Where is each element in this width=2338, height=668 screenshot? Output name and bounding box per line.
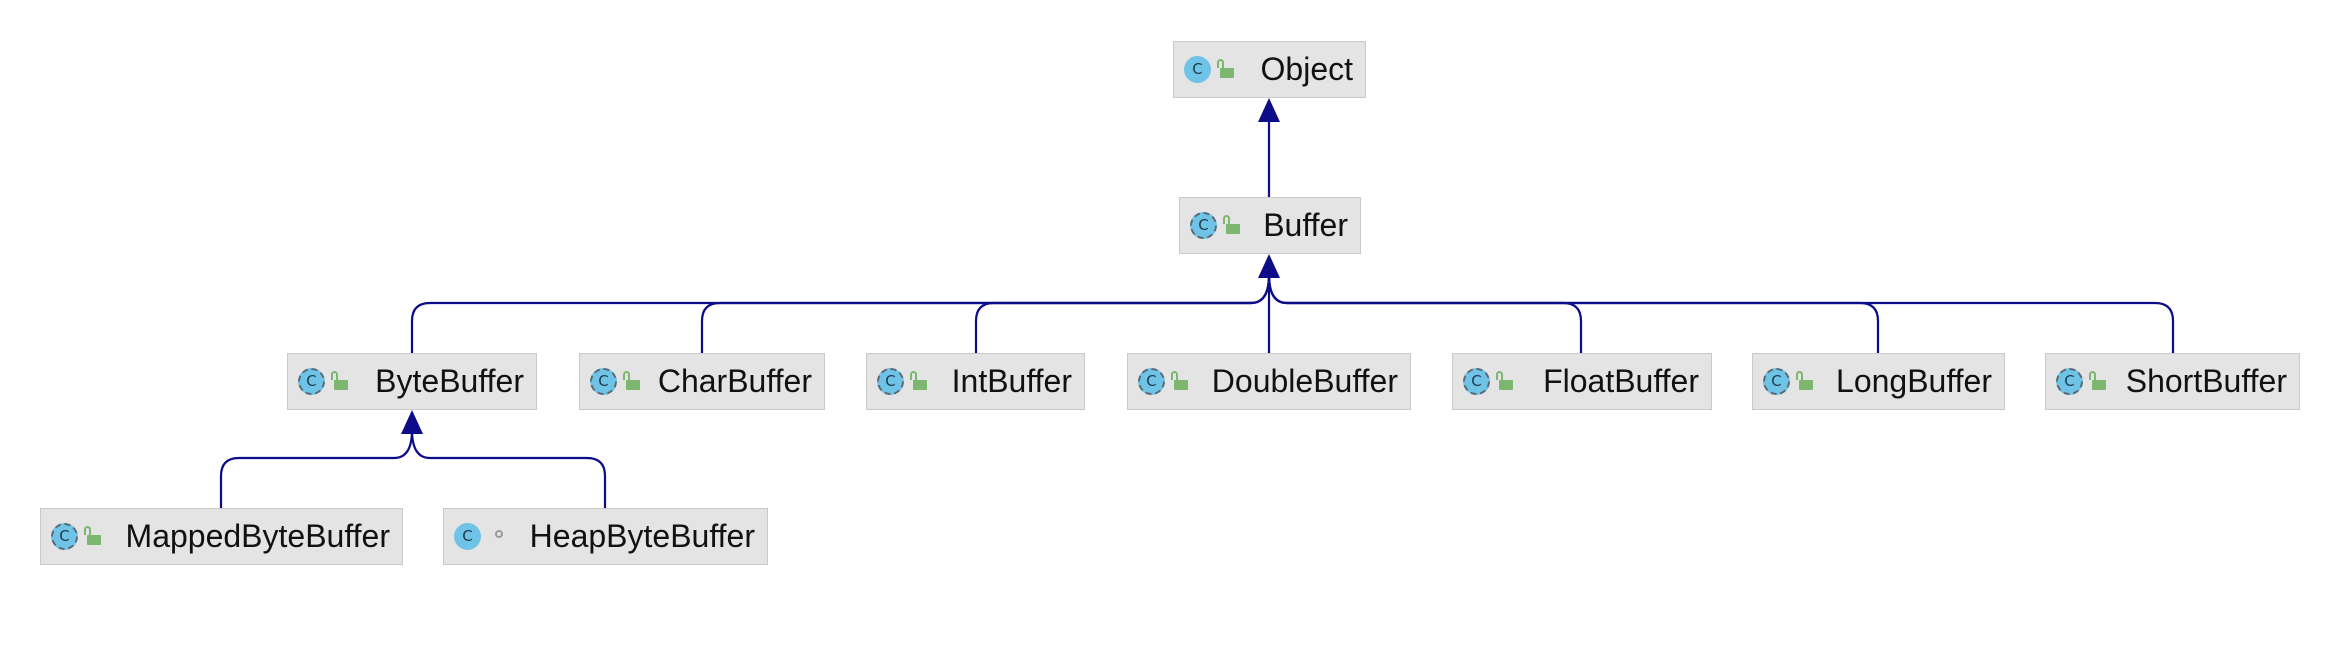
- edge-bytebuffer-buffer: [410, 274, 1271, 353]
- node-label: LongBuffer: [1836, 363, 1992, 399]
- node-label: Buffer: [1263, 207, 1348, 243]
- public-icon: [84, 525, 101, 545]
- public-icon: [1217, 58, 1234, 78]
- node-label: FloatBuffer: [1543, 363, 1699, 399]
- edge-mappedbytebuffer-bytebuffer: [219, 429, 414, 508]
- abstract-class-icon: C: [590, 368, 617, 395]
- node-heapbytebuffer[interactable]: C HeapByteBuffer: [443, 508, 768, 565]
- abstract-class-icon: C: [1190, 212, 1217, 239]
- node-shortbuffer[interactable]: C ShortBuffer: [2045, 353, 2300, 410]
- arrowhead-object: [1258, 98, 1280, 122]
- node-label: ByteBuffer: [375, 363, 524, 399]
- public-icon: [1223, 214, 1240, 234]
- node-doublebuffer[interactable]: C DoubleBuffer: [1127, 353, 1411, 410]
- node-bytebuffer[interactable]: C ByteBuffer: [287, 353, 537, 410]
- class-icon: C: [454, 523, 481, 550]
- class-icon: C: [1184, 56, 1211, 83]
- node-longbuffer[interactable]: C LongBuffer: [1752, 353, 2005, 410]
- node-label: CharBuffer: [657, 363, 812, 399]
- node-label: MappedByteBuffer: [125, 518, 390, 554]
- node-label: Object: [1260, 51, 1353, 87]
- public-icon: [331, 370, 348, 390]
- edge-intbuffer-buffer: [974, 274, 1271, 353]
- node-object[interactable]: C Object: [1173, 41, 1366, 98]
- edge-charbuffer-buffer: [700, 274, 1271, 353]
- public-icon: [2089, 370, 2106, 390]
- package-private-icon: [495, 529, 503, 538]
- node-intbuffer[interactable]: C IntBuffer: [866, 353, 1085, 410]
- node-floatbuffer[interactable]: C FloatBuffer: [1452, 353, 1712, 410]
- arrowhead-buffer: [1258, 254, 1280, 278]
- edge-heapbytebuffer-bytebuffer: [410, 429, 607, 508]
- public-icon: [1171, 370, 1188, 390]
- public-icon: [1496, 370, 1513, 390]
- node-mappedbytebuffer[interactable]: C MappedByteBuffer: [40, 508, 403, 565]
- public-icon: [623, 370, 640, 390]
- edge-floatbuffer-buffer: [1267, 274, 1583, 353]
- abstract-class-icon: C: [2056, 368, 2083, 395]
- abstract-class-icon: C: [51, 523, 78, 550]
- abstract-class-icon: C: [1463, 368, 1490, 395]
- node-label: ShortBuffer: [2125, 363, 2287, 399]
- public-icon: [1796, 370, 1813, 390]
- node-label: HeapByteBuffer: [529, 518, 755, 554]
- arrowhead-bytebuffer: [401, 410, 423, 434]
- edge-longbuffer-buffer: [1267, 274, 1880, 353]
- node-label: DoubleBuffer: [1211, 363, 1398, 399]
- edge-shortbuffer-buffer: [1267, 274, 2175, 353]
- abstract-class-icon: C: [1763, 368, 1790, 395]
- public-icon: [910, 370, 927, 390]
- abstract-class-icon: C: [1138, 368, 1165, 395]
- node-buffer[interactable]: C Buffer: [1179, 197, 1361, 254]
- abstract-class-icon: C: [877, 368, 904, 395]
- node-charbuffer[interactable]: C CharBuffer: [579, 353, 825, 410]
- node-label: IntBuffer: [951, 363, 1072, 399]
- abstract-class-icon: C: [298, 368, 325, 395]
